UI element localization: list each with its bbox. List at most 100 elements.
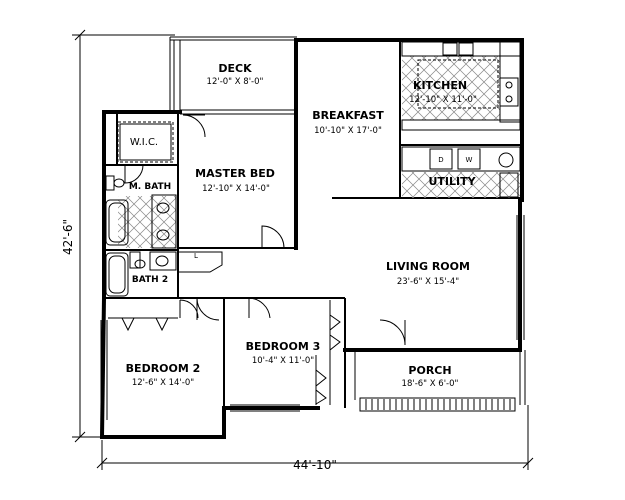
master-bath-name: M. BATH [129,182,171,192]
utility-name: UTILITY [428,175,476,188]
breakfast-name: BREAKFAST [312,109,384,122]
master-bed-size: 12'-10" X 14'-0" [202,184,270,194]
floor-tile-line [481,56,500,75]
porch-name: PORCH [408,364,451,377]
closets [108,300,341,405]
floor-tile-line [222,196,274,248]
floor-tile-line [423,172,451,198]
floor-tile-line [402,56,463,117]
master-bed-name: MASTER BED [195,167,275,180]
bedroom3-name: BEDROOM 3 [246,340,321,353]
height-dimension-label: 42'-6" [61,219,75,255]
floor-tile-line [445,65,500,120]
deck-size: 12'-0" X 8'-0" [207,77,264,87]
floor-tile-line [544,172,570,198]
floor-tile-line [421,56,487,120]
floor-tile-line [149,221,176,248]
floor-tile-line [483,172,511,198]
breakfast-size: 10'-10" X 17'-0" [314,126,382,136]
floor-tile-line [532,172,558,198]
bath2-layout [105,251,223,297]
utility-layout [401,146,570,198]
floor-tile-line [411,172,439,198]
floor-tile-line [161,233,176,248]
width-dimension-label: 44'-10" [293,458,337,472]
floor-tile-line [447,172,475,198]
floor-tile-line [469,89,500,120]
floor-tile-line [493,56,500,63]
bedroom2-name: BEDROOM 2 [126,362,201,375]
doors [124,114,406,346]
floor-tile-line [402,172,427,197]
floor-tile-line [402,56,427,81]
floor-tile-line [161,196,176,211]
floor-tile-line [518,56,582,120]
porch-layout [343,348,526,412]
floor-tile-line [518,56,582,120]
kitchen-size: 12'-10" X 11'-0" [409,95,477,105]
floor-tile-line [402,56,415,69]
floor-tile-line [554,56,618,120]
floor-tile-line [198,196,250,248]
windows [100,215,525,420]
floor-tile-line [402,172,415,185]
floor-tile-line [118,196,131,209]
kitchen-layout [401,41,618,131]
washer [457,148,481,170]
floor-tile-line [210,196,262,248]
floor-tile-line [459,172,487,198]
master-bath-layout [105,175,274,249]
floor-tile-line [198,196,250,248]
floor-tile-line [507,185,520,198]
floor-tile-line [186,196,238,248]
interior-walls [104,40,522,408]
floor-tile-line [118,235,131,248]
floor-tile-line [222,196,274,248]
bedroom2-size: 12'-6" X 14'-0" [132,378,194,388]
floor-tile-line [186,196,238,248]
floor-tile-line [435,172,463,198]
floor-tile-line [173,245,176,248]
floor-tile-line [402,56,439,93]
floor-tile-line [210,196,262,248]
dryer [429,148,453,170]
floor-tile-line [433,56,499,120]
floor-tile-line [530,56,594,120]
porch-size: 18'-6" X 6'-0" [402,379,459,389]
floor-tile-line [532,172,558,198]
floor-tile-line [469,56,500,87]
floor-tile-line [118,196,167,245]
floor-tile-line [118,223,143,248]
exterior-walls [99,38,524,440]
floor-tile-line [530,56,594,120]
kitchen-name: KITCHEN [413,79,467,92]
floor-tile-line [457,77,500,120]
deck-name: DECK [218,62,252,75]
living-room-name: LIVING ROOM [386,260,470,273]
floor-tile-line [402,95,427,120]
floor-tile-line [173,196,176,199]
floor-tile-line [481,101,500,120]
bath2-name: BATH 2 [132,275,168,285]
washer-label: W [466,156,473,164]
floor-tile-line [137,209,176,248]
floor-tile-line [402,185,415,198]
floor-tile-line [493,113,500,120]
floor-tile-line [409,56,475,120]
dryer-label: D [438,156,443,164]
floor-tile-line [402,197,403,198]
floor-tile-line [506,56,570,120]
wic-name: W.I.C. [130,137,158,148]
floor-tile-line [544,172,570,198]
linen-label: L [194,252,198,260]
floor-tile-line [506,56,570,120]
bedroom3-size: 10'-4" X 11'-0" [252,356,314,366]
floor-tile-line [471,172,499,198]
floor-tile-line [402,172,403,173]
floor-tile-line [542,56,606,120]
dimension-lines [72,29,534,470]
floor-tile-line [507,172,520,185]
deck-door [180,109,296,115]
deck-railing [169,36,297,110]
